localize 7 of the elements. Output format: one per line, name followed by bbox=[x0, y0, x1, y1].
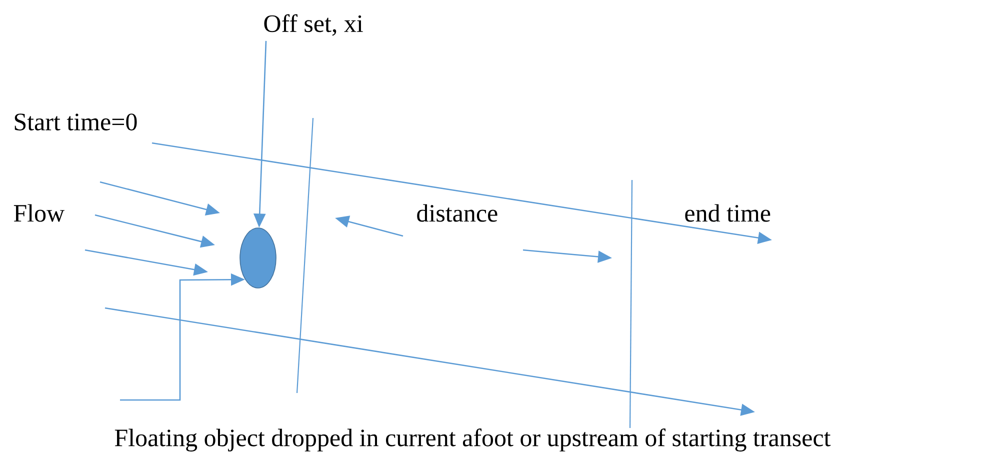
text-label: Start time=0 bbox=[14, 114, 137, 130]
text-label: Flow bbox=[14, 204, 64, 222]
text-label: Off set, xi bbox=[264, 14, 363, 36]
floating-object bbox=[240, 228, 276, 288]
text-label: distance bbox=[417, 204, 498, 222]
text-label: Floating object dropped in current afoot or upstream of starting transect bbox=[114, 428, 831, 452]
text-label: end time bbox=[685, 204, 770, 222]
